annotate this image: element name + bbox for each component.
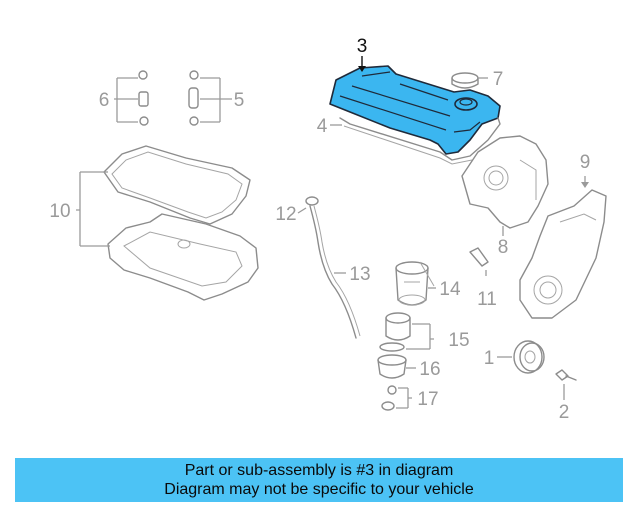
drain-plug[interactable] [381,385,397,411]
timing-cover-lower[interactable] [519,189,607,319]
callout-13: 13 [349,264,370,285]
callout-14: 14 [439,279,461,300]
callout-8: 8 [498,237,509,258]
timing-cover-upper[interactable] [461,135,549,229]
pulley-bolt[interactable] [555,369,577,381]
leader-15 [406,323,434,350]
parts-diagram: 3 4 5 6 7 8 9 10 11 12 13 14 15 16 17 1 … [49,36,607,423]
oil-filter-element[interactable] [379,312,411,352]
callout-2: 2 [559,402,570,423]
callout-15: 15 [448,330,469,351]
crankshaft-pulley[interactable] [513,340,545,374]
callout-5: 5 [234,90,245,111]
oil-filler-cap[interactable] [451,72,479,89]
leader-6 [114,77,138,123]
callout-7: 7 [493,69,504,90]
oil-filter-housing[interactable] [395,261,435,306]
callout-4: 4 [317,116,328,137]
leader-17 [396,387,412,409]
bracket[interactable] [469,247,489,267]
callout-16: 16 [419,359,440,380]
oil-pan[interactable] [107,213,259,301]
info-banner: Part or sub-assembly is #3 in diagram Di… [15,458,623,502]
banner-line-1: Part or sub-assembly is #3 in diagram [184,462,454,479]
valve-cover-highlighted[interactable] [329,65,501,155]
bolts-and-grommets[interactable] [138,70,199,126]
leader-12 [297,207,307,214]
callout-12: 12 [275,204,296,225]
callout-3: 3 [357,36,368,57]
callout-10: 10 [49,201,70,222]
callout-17: 17 [417,389,438,410]
leader-10 [76,171,110,247]
callout-11: 11 [477,289,497,310]
callout-1: 1 [484,348,495,369]
oil-filter-cap[interactable] [377,354,407,379]
valve-cover-gasket[interactable] [339,117,501,165]
callout-9: 9 [580,152,591,173]
oil-pan-gasket[interactable] [103,145,251,225]
leader-9-arrow [581,182,589,188]
banner-line-2: Diagram may not be specific to your vehi… [164,481,474,498]
callout-6: 6 [99,90,110,111]
dipstick[interactable] [305,196,361,339]
leader-3-arrow [358,66,366,72]
leader-5 [200,77,232,123]
